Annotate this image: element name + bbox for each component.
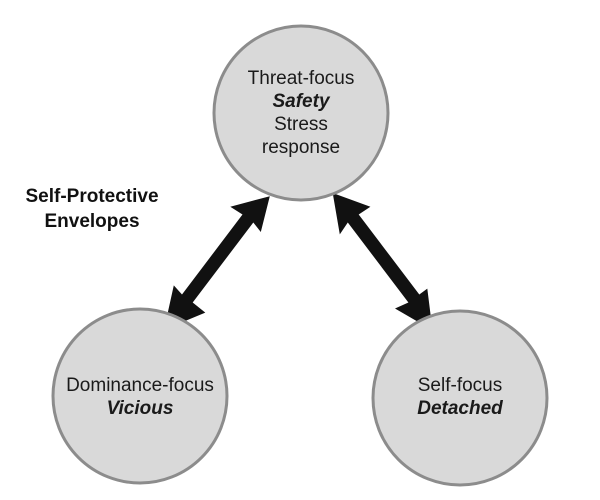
node-bottom-left-label: Dominance-focus	[66, 375, 214, 396]
node-circle	[51, 307, 229, 485]
node-dominance-focus: Dominance-focus Vicious	[51, 307, 229, 485]
node-threat-focus: Threat-focus Safety Stress response	[212, 24, 390, 202]
node-top-emphasis: Safety	[272, 91, 330, 112]
node-top-label-3: Stress	[274, 114, 328, 135]
diagram-title-line-2: Envelopes	[44, 211, 139, 232]
node-bottom-right-label: Self-focus	[418, 375, 502, 396]
node-top-label-4: response	[262, 137, 340, 158]
node-self-focus: Self-focus Detached	[371, 309, 549, 487]
node-bottom-left-emphasis: Vicious	[107, 398, 174, 419]
node-top-label-1: Threat-focus	[248, 68, 355, 89]
diagram-title-line-1: Self-Protective	[25, 186, 158, 207]
node-circle	[371, 309, 549, 487]
double-arrow-right	[332, 193, 433, 331]
node-circle	[212, 24, 390, 202]
double-arrow-left	[164, 196, 270, 330]
node-bottom-right-emphasis: Detached	[417, 398, 503, 419]
